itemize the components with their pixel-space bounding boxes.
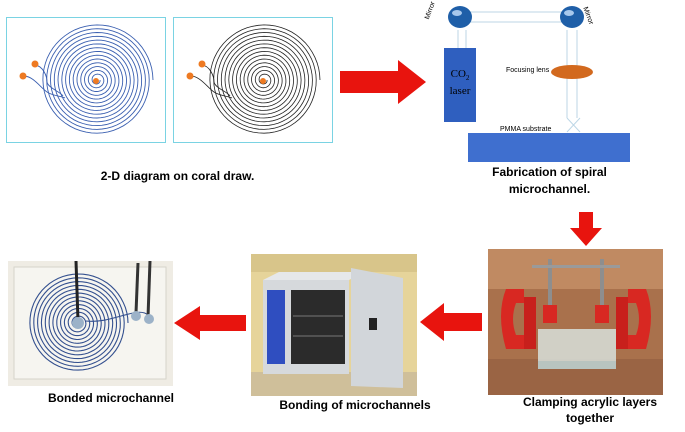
caption-fabrication-line1: Fabrication of spiral [492,165,607,179]
clamp-screw-left [548,259,552,321]
bonded-chip-drawing [8,261,173,386]
inlet-channel-upper-bw [201,64,231,97]
arrow-left-1 [420,303,482,341]
caption-clamping-line1: Clamping acrylic layers [522,395,658,409]
clamp-left [501,289,524,349]
caption-fabrication-line2: microchannel. [508,182,591,196]
inlet-channel-lower [23,75,66,99]
mirror-right-icon [560,6,584,28]
oven-control-panel [267,290,285,364]
caption-clamping: Clamping acrylic layers together [500,394,680,426]
port-center [72,317,84,329]
caption-bonding: Bonding of microchannels [279,398,431,412]
laser-label: CO2 laser [444,68,476,98]
inlet-port-1-bw [198,60,206,68]
pmma-substrate-block [468,133,630,162]
laser-label-sub: 2 [465,74,470,83]
caption-bonded: Bonded microchannel [47,391,175,405]
clamping-photo [488,249,663,395]
clamping-photo-drawing [488,249,663,395]
clamp-right [628,289,651,349]
laser-label-word: laser [449,85,471,98]
focusing-lens-label: Focusing lens [506,67,550,74]
inlet-port-2 [19,72,27,80]
caption-diagram: 2-D diagram on coral draw. [100,169,255,183]
mirror-left-icon [448,6,472,28]
co2-laser-box [444,48,476,122]
bonded-chip-photo [8,261,173,386]
arrow-left-2 [174,306,246,340]
beam-focus-2 [566,117,581,133]
tube-inlet-1 [134,262,140,314]
spiral-drawing-color [19,24,154,134]
oven-chamber [291,290,345,364]
laser-label-co: CO [450,68,466,80]
spiral-channel-bw [209,24,321,134]
laser-setup-diagram [444,6,630,162]
inlet-channel-upper [34,64,64,97]
bonded-spiral-channel [29,273,129,371]
inlet-port-1 [31,60,39,68]
inlet-channel-lower-bw [190,75,233,99]
caption-clamping-line2: together [566,411,614,425]
inlet-port-2-bw [186,72,194,80]
arrow-down [570,212,602,246]
pmma-substrate-label: PMMA substrate [500,126,552,133]
tube-inlet-2 [146,261,152,318]
clamp-screw-right [600,259,604,321]
caption-fabrication: Fabrication of spiral microchannel. [462,164,637,198]
outlet-port-bw [260,78,266,84]
oven-photo-drawing [251,254,417,396]
spiral-drawing-bw [186,24,321,134]
focusing-lens-icon [551,65,593,79]
oven-photo [251,254,417,396]
spiral-design-panel-bw [173,17,333,143]
spiral-channel-color [42,24,154,134]
spiral-design-panel-color [6,17,166,143]
tube-center [74,261,80,322]
outlet-port [93,78,99,84]
arrow-right-1 [340,60,426,104]
